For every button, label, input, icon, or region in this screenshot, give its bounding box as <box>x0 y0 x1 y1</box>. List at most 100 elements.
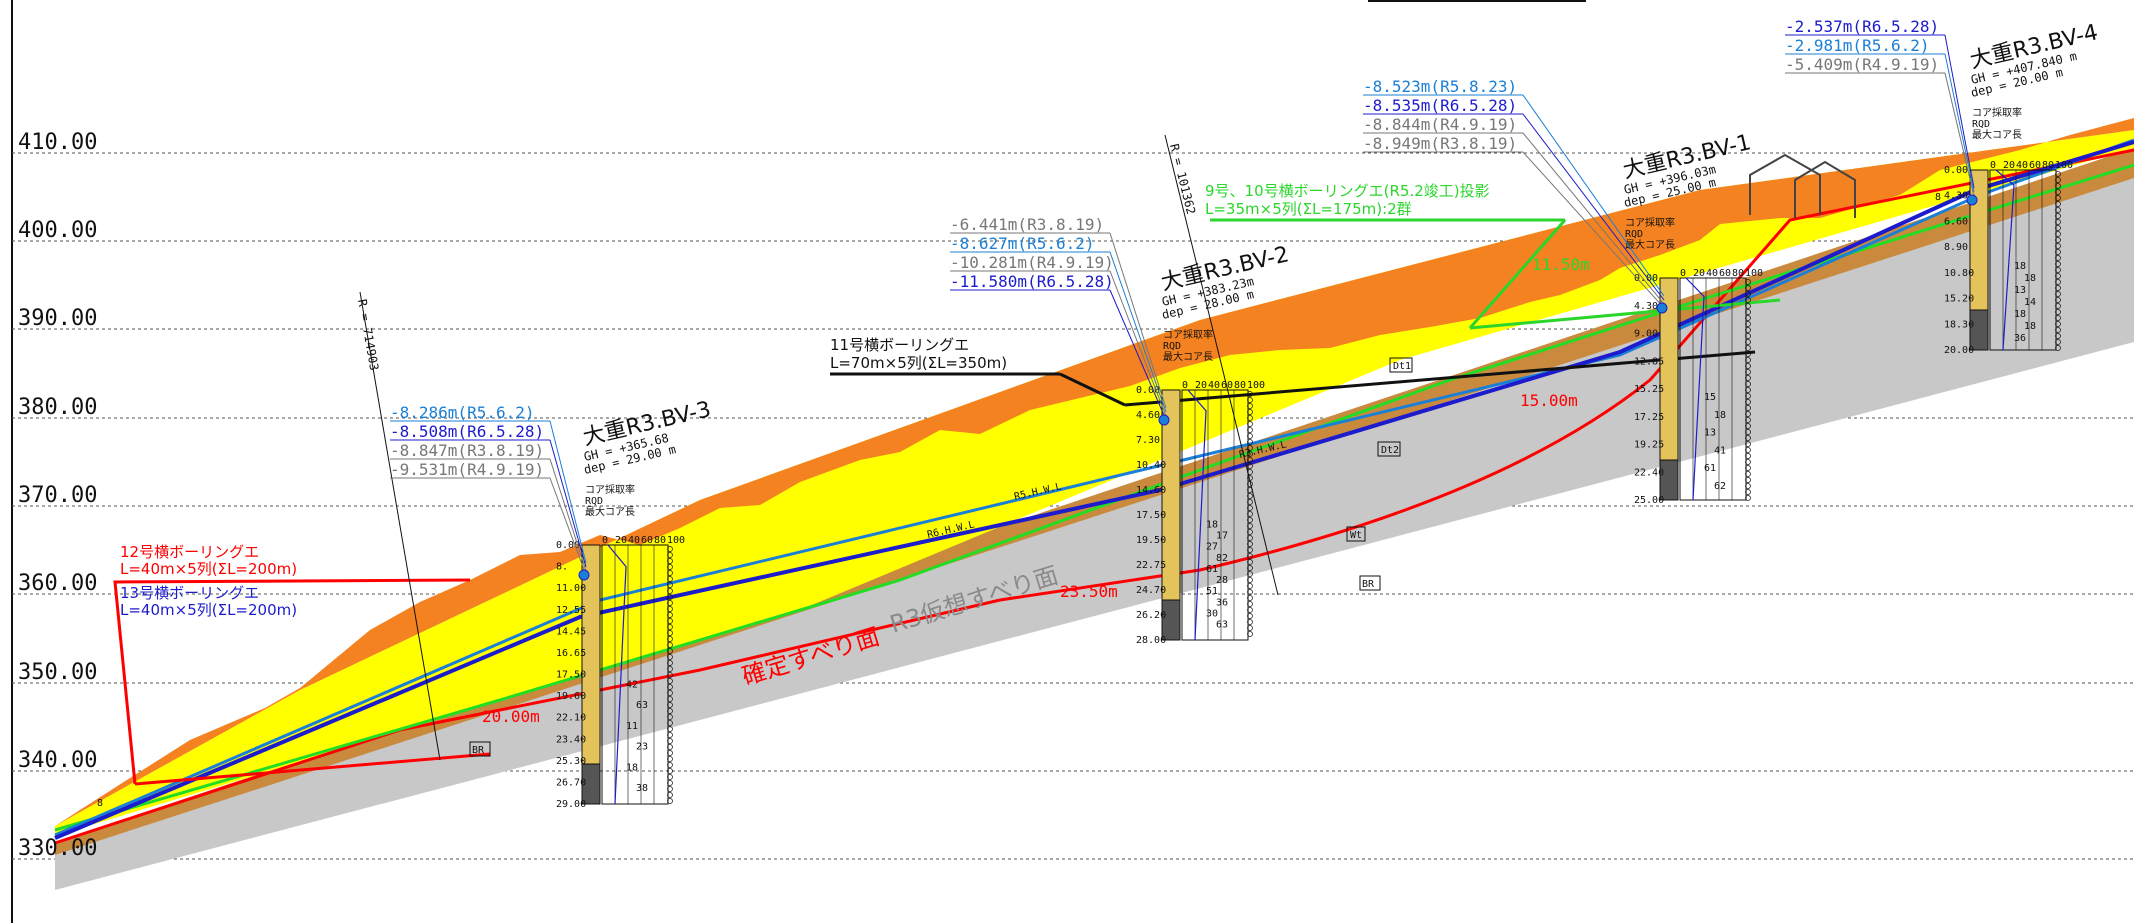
rqd-value: 62 <box>1714 481 1726 492</box>
svg-text:Wt: Wt <box>1350 530 1362 541</box>
water-level-label: -6.441m(R3.8.19) <box>950 215 1104 234</box>
core-recovery-dot <box>1247 415 1253 421</box>
borehole-legend-item: 最大コア長 <box>1163 350 1213 363</box>
borehole-depth-label: 4.60 <box>1136 410 1160 421</box>
core-recovery-dot <box>1745 453 1751 459</box>
borehole-scale-tick: 0 <box>1680 268 1686 279</box>
core-recovery-dot <box>667 546 673 552</box>
water-level-leader <box>1109 251 1167 413</box>
radius-label-2: R = 101362 <box>1167 142 1198 215</box>
rqd-value: 11 <box>626 721 638 732</box>
layer-tag-br: BR <box>1359 575 1381 591</box>
borehole-scale-tick: 80 <box>654 535 666 546</box>
borehole-scale-tick: 20 <box>615 535 627 546</box>
borehole-depth-label: 19.50 <box>1136 535 1166 546</box>
water-level-label: -5.409m(R4.9.19) <box>1785 55 1939 74</box>
boring-13-spec: L=40m×5列(ΣL=200m) <box>120 601 297 619</box>
borehole-depth-label: 4.30 <box>1944 191 1968 202</box>
borehole-depth-label: 16.65 <box>556 648 586 659</box>
borehole-depth-label: 22.10 <box>556 713 586 724</box>
core-recovery-dot <box>2055 225 2061 231</box>
core-recovery-dot <box>2055 339 2061 345</box>
rqd-value: 18 <box>626 762 638 773</box>
water-level-label: -8.847m(R3.8.19) <box>390 441 544 460</box>
svg-text:Dt2: Dt2 <box>1381 445 1399 456</box>
core-recovery-dot <box>1247 589 1253 595</box>
core-recovery-dot <box>1745 405 1751 411</box>
core-recovery-dot <box>667 564 673 570</box>
svg-text:Dt1: Dt1 <box>1393 361 1411 372</box>
core-recovery-dot <box>2055 321 2061 327</box>
core-recovery-dot <box>667 654 673 660</box>
max-core-trace <box>1995 169 2015 351</box>
boring-12-line <box>134 752 491 786</box>
water-level-leader <box>1522 94 1665 297</box>
borehole-depth-label: 17.50 <box>1136 510 1166 521</box>
elevation-label: 390.00 <box>18 306 97 331</box>
core-recovery-dot <box>667 750 673 756</box>
elevation-label: 350.00 <box>18 660 97 685</box>
core-recovery-dot <box>667 594 673 600</box>
core-recovery-dot <box>1247 523 1253 529</box>
slip-depth-bv1: 15.00m <box>1520 391 1578 410</box>
layer-tag-dt2: Dt2 <box>1377 441 1401 457</box>
core-recovery-dot <box>2055 327 2061 333</box>
water-level-leader <box>549 439 587 568</box>
rqd-value: 36 <box>2014 333 2026 344</box>
layer-tag-dt1: Dt1 <box>1389 357 1413 373</box>
core-recovery-dot <box>1745 285 1751 291</box>
rqd-value: 18 <box>1206 520 1218 531</box>
boring-12-spec: L=40m×5列(ΣL=200m) <box>120 560 297 578</box>
rqd-value: 28 <box>1216 575 1228 586</box>
small-mark: 8 <box>97 798 103 809</box>
layer-tag-wt: Wt <box>1346 526 1366 542</box>
borehole-depth-label: 17.50 <box>556 670 586 681</box>
core-recovery-dot <box>667 798 673 804</box>
core-recovery-dot <box>2055 303 2061 309</box>
water-level-marker <box>1158 414 1170 426</box>
rqd-value: 18 <box>2024 321 2036 332</box>
elevation-label: 360.00 <box>18 571 97 596</box>
water-level-leader <box>1109 270 1167 417</box>
core-recovery-dot <box>667 684 673 690</box>
core-recovery-dot <box>2055 213 2061 219</box>
core-recovery-dot <box>1247 493 1253 499</box>
max-core-trace <box>607 544 627 805</box>
core-recovery-dot <box>667 672 673 678</box>
elevation-axis: 410.00 400.00 390.00 380.00 370.00 360.0… <box>18 130 97 861</box>
water-level-leader <box>549 477 587 576</box>
core-recovery-dot <box>2055 231 2061 237</box>
slip-depth-bv3: 20.00m <box>482 707 540 726</box>
water-level-label: -10.281m(R4.9.19) <box>950 253 1114 272</box>
borehole-scale-tick: 80 <box>1732 268 1744 279</box>
borehole-legend-item: コア採取率 <box>1972 106 2022 119</box>
core-recovery-dot <box>667 714 673 720</box>
water-level-label: -2.537m(R6.5.28) <box>1785 17 1939 36</box>
max-core-trace <box>1187 389 1207 641</box>
rqd-value: 13 <box>2014 285 2026 296</box>
borehole-scale-tick: 40 <box>1706 268 1718 279</box>
borehole-legend-item: RQD <box>585 496 603 507</box>
core-recovery-dot <box>667 618 673 624</box>
core-recovery-dot <box>2055 315 2061 321</box>
borehole-depth-label: 6.60 <box>1944 216 1968 227</box>
core-recovery-dot <box>1247 469 1253 475</box>
core-recovery-dot <box>1745 333 1751 339</box>
core-recovery-dot <box>1745 387 1751 393</box>
core-recovery-dot <box>667 576 673 582</box>
core-recovery-dot <box>1745 423 1751 429</box>
boring-910-spec: L=35m×5列(ΣL=175m):2群 <box>1205 200 1412 218</box>
rqd-value: 30 <box>1206 608 1218 619</box>
core-recovery-dot <box>667 636 673 642</box>
borehole-scale-tick: 40 <box>2016 160 2028 171</box>
rqd-value: 14 <box>2024 297 2036 308</box>
borehole-depth-label: 28.00 <box>1136 635 1166 646</box>
core-recovery-dot <box>667 642 673 648</box>
core-recovery-dot <box>1745 483 1751 489</box>
borehole-scale-tick: 60 <box>1719 268 1731 279</box>
core-recovery-dot <box>1247 433 1253 439</box>
borehole-depth-label: 14.60 <box>1136 485 1166 496</box>
core-recovery-dot <box>1745 303 1751 309</box>
core-recovery-dot <box>1745 291 1751 297</box>
water-level-label: -8.286m(R5.6.2) <box>390 403 535 422</box>
